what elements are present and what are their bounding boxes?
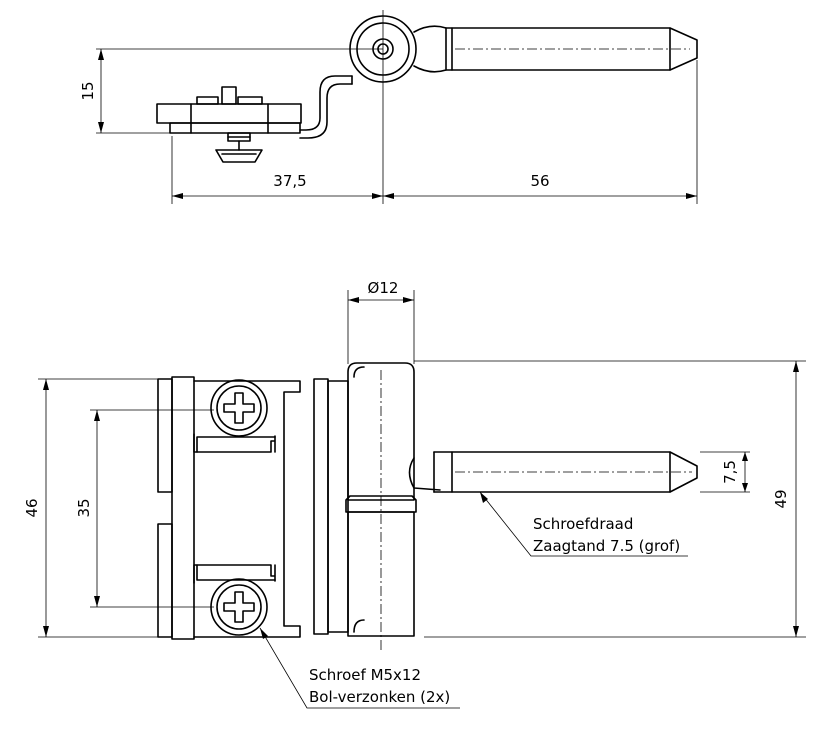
screw-side-icon: [215, 132, 263, 163]
mounting-plate-top: [156, 86, 302, 134]
hinge-barrel: [345, 362, 417, 650]
dim-total-height: 49: [772, 361, 799, 637]
leader-screw: Schroef M5x12 Bol-verzonken (2x): [259, 627, 460, 709]
leader-thread: Schroefdraad Zaagtand 7.5 (grof): [479, 491, 688, 557]
label-screw-line1: Schroef M5x12: [309, 666, 421, 684]
bent-arm: [299, 75, 353, 131]
label-top-right-width: 56: [530, 172, 549, 190]
label-top-left-width: 37,5: [273, 172, 306, 190]
label-diameter: Ø12: [368, 279, 399, 297]
front-view: Ø12 46 35 7,5 49: [23, 279, 806, 709]
label-total-height: 49: [772, 489, 790, 508]
label-screw-spacing: 35: [75, 498, 93, 517]
mounting-plate-front: [157, 376, 349, 640]
dim-diameter: Ø12: [348, 279, 414, 303]
pin-front: [408, 451, 698, 493]
pin-top: [413, 25, 698, 73]
top-view: 15 37,5 56: [79, 10, 698, 204]
dim-pin-diameter: 7,5: [721, 452, 748, 492]
label-left-height: 46: [23, 498, 41, 517]
dim-screw-spacing: 35: [75, 410, 100, 607]
label-thread-line2: Zaagtand 7.5 (grof): [533, 537, 680, 555]
dim-top-height: 15: [79, 49, 104, 133]
label-thread-line1: Schroefdraad: [533, 515, 633, 533]
hinge-eye-top: [349, 15, 417, 83]
dim-top-right-width: 56: [383, 172, 697, 199]
dim-left-height: 46: [23, 379, 49, 637]
label-screw-line2: Bol-verzonken (2x): [309, 688, 450, 706]
screw-head-bottom-icon: [210, 578, 268, 636]
dim-top-left-width: 37,5: [172, 172, 383, 199]
label-top-height: 15: [79, 81, 97, 100]
label-pin-diameter: 7,5: [721, 460, 739, 484]
screw-head-top-icon: [210, 379, 268, 437]
